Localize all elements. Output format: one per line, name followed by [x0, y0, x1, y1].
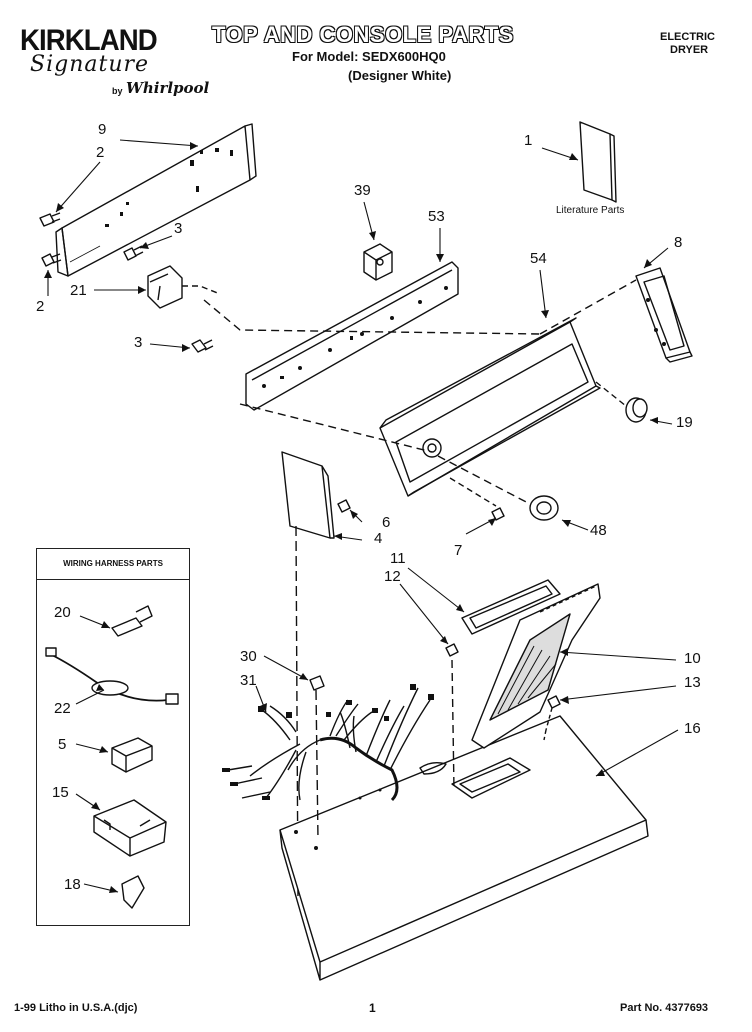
wiring-harness-box: WIRING HARNESS PARTS [36, 548, 190, 926]
callout-16: 16 [684, 720, 701, 737]
callout-18: 18 [64, 876, 81, 893]
color-variant: (Designer White) [348, 68, 452, 83]
callout-8: 8 [674, 234, 683, 251]
literature-parts-label: Literature Parts [556, 205, 625, 216]
page-title: TOP AND CONSOLE PARTS [212, 22, 514, 47]
callout-3-upper: 3 [174, 220, 183, 237]
callout-19: 19 [676, 414, 693, 431]
callout-31: 31 [240, 672, 257, 689]
product-type-line2: DRYER [670, 44, 709, 56]
wiring-harness-title: WIRING HARNESS PARTS [37, 549, 189, 580]
page-number: 1 [369, 1001, 376, 1015]
callout-22: 22 [54, 700, 71, 717]
callout-12: 12 [384, 568, 401, 585]
callout-2-upper: 2 [96, 144, 105, 161]
callout-9: 9 [98, 121, 107, 138]
callout-20: 20 [54, 604, 71, 621]
callout-10: 10 [684, 650, 701, 667]
callout-11: 11 [390, 550, 406, 567]
part-number: Part No. 4377693 [620, 1002, 709, 1014]
callout-48: 48 [590, 522, 607, 539]
maker-logo: Whirlpool [126, 79, 210, 97]
callout-13: 13 [684, 674, 701, 691]
callout-7: 7 [454, 542, 463, 559]
callout-21: 21 [70, 282, 87, 299]
callout-39: 39 [354, 182, 371, 199]
brand-script: Signature [30, 52, 150, 77]
brand-logo: KIRKLAND [20, 24, 158, 57]
product-type-line1: ELECTRIC [660, 31, 715, 43]
callout-3-lower: 3 [134, 334, 143, 351]
callout-6: 6 [382, 514, 391, 531]
callout-15: 15 [52, 784, 69, 801]
callout-2-lower: 2 [36, 298, 45, 315]
callout-54: 54 [530, 250, 547, 267]
callout-30: 30 [240, 648, 257, 665]
callout-53: 53 [428, 208, 445, 225]
callout-5: 5 [58, 736, 67, 753]
model-number: For Model: SEDX600HQ0 [292, 49, 446, 64]
callout-1: 1 [524, 132, 533, 149]
callout-4: 4 [374, 530, 383, 547]
footer-litho: 1-99 Litho in U.S.A.(djc) [14, 1002, 138, 1014]
by-label: by [112, 86, 123, 96]
